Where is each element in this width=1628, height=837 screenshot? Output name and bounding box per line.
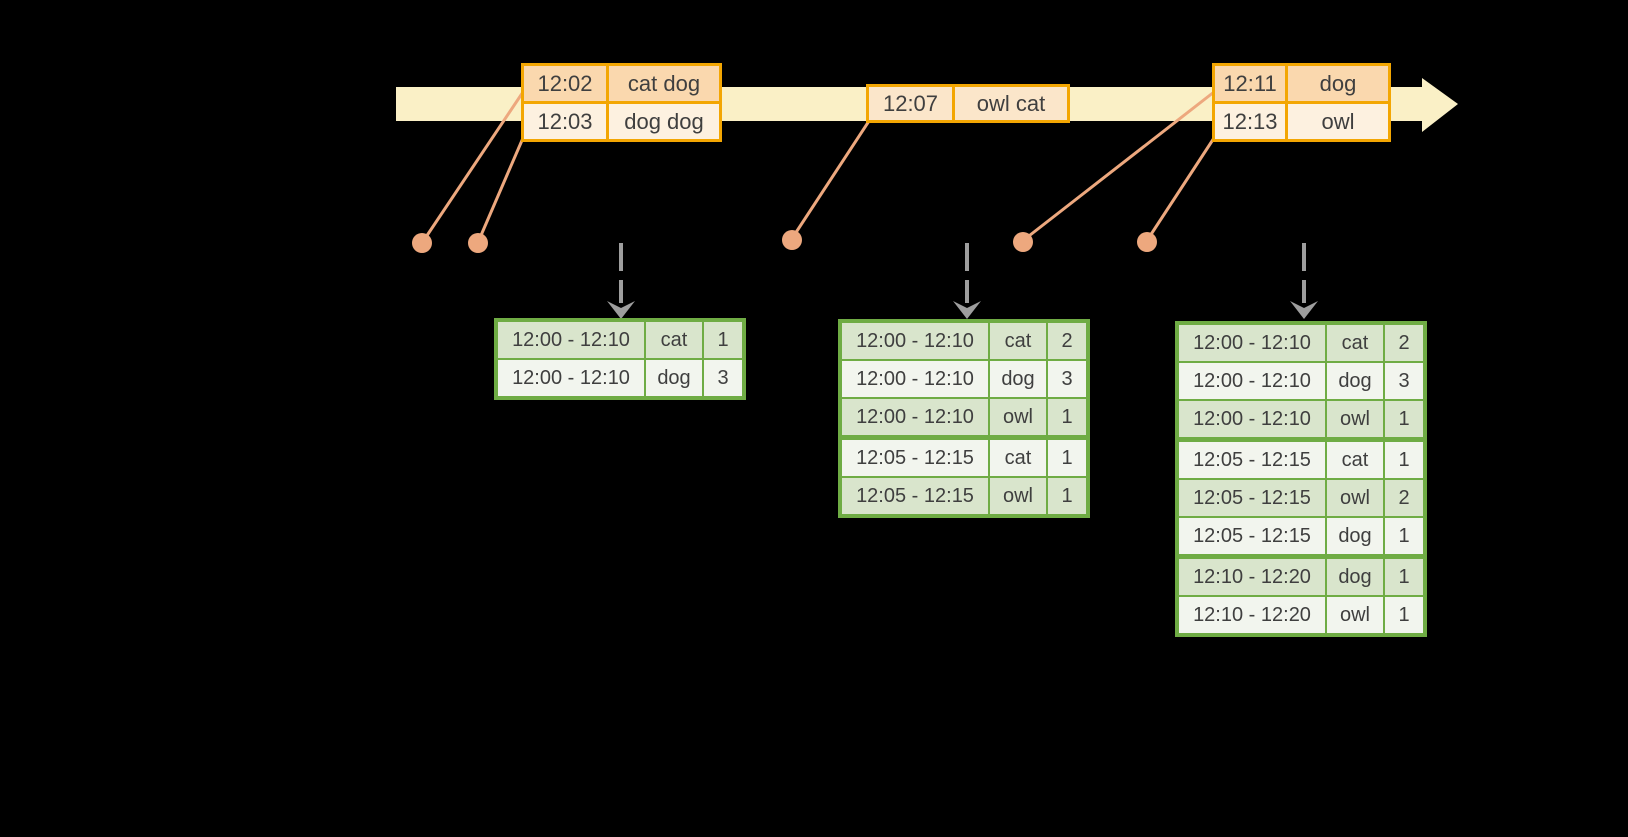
word-cell: owl bbox=[1327, 597, 1383, 633]
word-cell: dog bbox=[990, 361, 1046, 397]
word-cell: cat bbox=[1327, 325, 1383, 361]
count-cell: 1 bbox=[1385, 597, 1423, 633]
event-words-cell: dog dog bbox=[609, 104, 719, 139]
event-dot bbox=[1137, 232, 1157, 252]
word-cell: dog bbox=[1327, 559, 1383, 595]
window-cell: 12:05 - 12:15 bbox=[1179, 442, 1325, 478]
count-cell: 1 bbox=[1048, 478, 1086, 514]
event-words-cell: cat dog bbox=[609, 66, 719, 101]
table-row: 12:05 - 12:15 cat 1 bbox=[842, 440, 1086, 476]
connector-lines bbox=[422, 90, 1216, 241]
trigger-down-arrow-icon bbox=[953, 243, 981, 319]
count-cell: 3 bbox=[1048, 361, 1086, 397]
event-time-cell: 12:11 bbox=[1215, 66, 1285, 101]
event-table: 12:07 owl cat bbox=[866, 84, 1070, 123]
word-cell: cat bbox=[990, 323, 1046, 359]
word-cell: cat bbox=[646, 322, 702, 358]
count-cell: 2 bbox=[1385, 325, 1423, 361]
word-cell: cat bbox=[1327, 442, 1383, 478]
event-time-cell: 12:07 bbox=[869, 87, 952, 120]
event-words-cell: dog bbox=[1288, 66, 1388, 101]
table-row: 12:00 - 12:10 dog 3 bbox=[498, 360, 742, 396]
result-table: 12:00 - 12:10 cat 2 12:00 - 12:10 dog 3 … bbox=[838, 319, 1090, 518]
window-cell: 12:00 - 12:10 bbox=[1179, 401, 1325, 437]
count-cell: 1 bbox=[1385, 442, 1423, 478]
event-dot bbox=[468, 233, 488, 253]
window-cell: 12:00 - 12:10 bbox=[1179, 325, 1325, 361]
count-cell: 3 bbox=[1385, 363, 1423, 399]
connector-line bbox=[477, 137, 525, 241]
event-dot bbox=[1013, 232, 1033, 252]
word-cell: owl bbox=[1327, 480, 1383, 516]
count-cell: 1 bbox=[704, 322, 742, 358]
connector-line bbox=[791, 120, 871, 238]
result-table: 12:00 - 12:10 cat 1 12:00 - 12:10 dog 3 bbox=[494, 318, 746, 400]
count-cell: 2 bbox=[1385, 480, 1423, 516]
word-cell: owl bbox=[1327, 401, 1383, 437]
trigger-down-arrow-icon bbox=[1290, 243, 1318, 319]
event-dot bbox=[782, 230, 802, 250]
count-cell: 3 bbox=[704, 360, 742, 396]
table-row: 12:05 - 12:15 cat 1 bbox=[1179, 442, 1423, 478]
trigger-arrows bbox=[607, 243, 1318, 319]
trigger-down-arrow-icon bbox=[607, 243, 635, 319]
count-cell: 1 bbox=[1385, 401, 1423, 437]
event-time-cell: 12:03 bbox=[524, 104, 606, 139]
word-cell: owl bbox=[990, 478, 1046, 514]
word-cell: dog bbox=[1327, 518, 1383, 554]
word-cell: owl bbox=[990, 399, 1046, 435]
word-cell: dog bbox=[1327, 363, 1383, 399]
window-cell: 12:10 - 12:20 bbox=[1179, 559, 1325, 595]
connector-line bbox=[1146, 137, 1216, 240]
count-cell: 1 bbox=[1385, 518, 1423, 554]
table-row: 12:05 - 12:15 owl 2 bbox=[1179, 480, 1423, 516]
window-cell: 12:05 - 12:15 bbox=[842, 478, 988, 514]
event-time-cell: 12:13 bbox=[1215, 104, 1285, 139]
count-cell: 1 bbox=[1048, 399, 1086, 435]
window-cell: 12:00 - 12:10 bbox=[498, 322, 644, 358]
event-time-cell: 12:02 bbox=[524, 66, 606, 101]
window-cell: 12:00 - 12:10 bbox=[1179, 363, 1325, 399]
word-cell: dog bbox=[646, 360, 702, 396]
table-row: 12:00 - 12:10 cat 1 bbox=[498, 322, 742, 358]
table-row: 12:00 - 12:10 owl 1 bbox=[842, 399, 1086, 435]
window-cell: 12:05 - 12:15 bbox=[1179, 480, 1325, 516]
count-cell: 1 bbox=[1385, 559, 1423, 595]
table-row: 12:00 - 12:10 owl 1 bbox=[1179, 401, 1423, 437]
window-cell: 12:00 - 12:10 bbox=[842, 399, 988, 435]
table-row: 12:00 - 12:10 cat 2 bbox=[1179, 325, 1423, 361]
event-dot bbox=[412, 233, 432, 253]
word-cell: cat bbox=[990, 440, 1046, 476]
table-row: 12:00 - 12:10 dog 3 bbox=[1179, 363, 1423, 399]
event-words-cell: owl bbox=[1288, 104, 1388, 139]
count-cell: 1 bbox=[1048, 440, 1086, 476]
event-table: 12:02 cat dog 12:03 dog dog bbox=[521, 63, 722, 142]
table-row: 12:05 - 12:15 owl 1 bbox=[842, 478, 1086, 514]
table-row: 12:10 - 12:20 owl 1 bbox=[1179, 597, 1423, 633]
event-dots bbox=[412, 230, 1157, 253]
table-row: 12:00 - 12:10 dog 3 bbox=[842, 361, 1086, 397]
result-table: 12:00 - 12:10 cat 2 12:00 - 12:10 dog 3 … bbox=[1175, 321, 1427, 637]
connector-line bbox=[422, 91, 525, 241]
table-row: 12:10 - 12:20 dog 1 bbox=[1179, 559, 1423, 595]
table-row: 12:00 - 12:10 cat 2 bbox=[842, 323, 1086, 359]
connector-line bbox=[1024, 90, 1215, 241]
window-cell: 12:00 - 12:10 bbox=[842, 361, 988, 397]
window-cell: 12:00 - 12:10 bbox=[842, 323, 988, 359]
window-cell: 12:00 - 12:10 bbox=[498, 360, 644, 396]
window-cell: 12:05 - 12:15 bbox=[1179, 518, 1325, 554]
window-cell: 12:10 - 12:20 bbox=[1179, 597, 1325, 633]
event-table: 12:11 dog 12:13 owl bbox=[1212, 63, 1391, 142]
table-row: 12:05 - 12:15 dog 1 bbox=[1179, 518, 1423, 554]
event-words-cell: owl cat bbox=[955, 87, 1067, 120]
count-cell: 2 bbox=[1048, 323, 1086, 359]
window-cell: 12:05 - 12:15 bbox=[842, 440, 988, 476]
